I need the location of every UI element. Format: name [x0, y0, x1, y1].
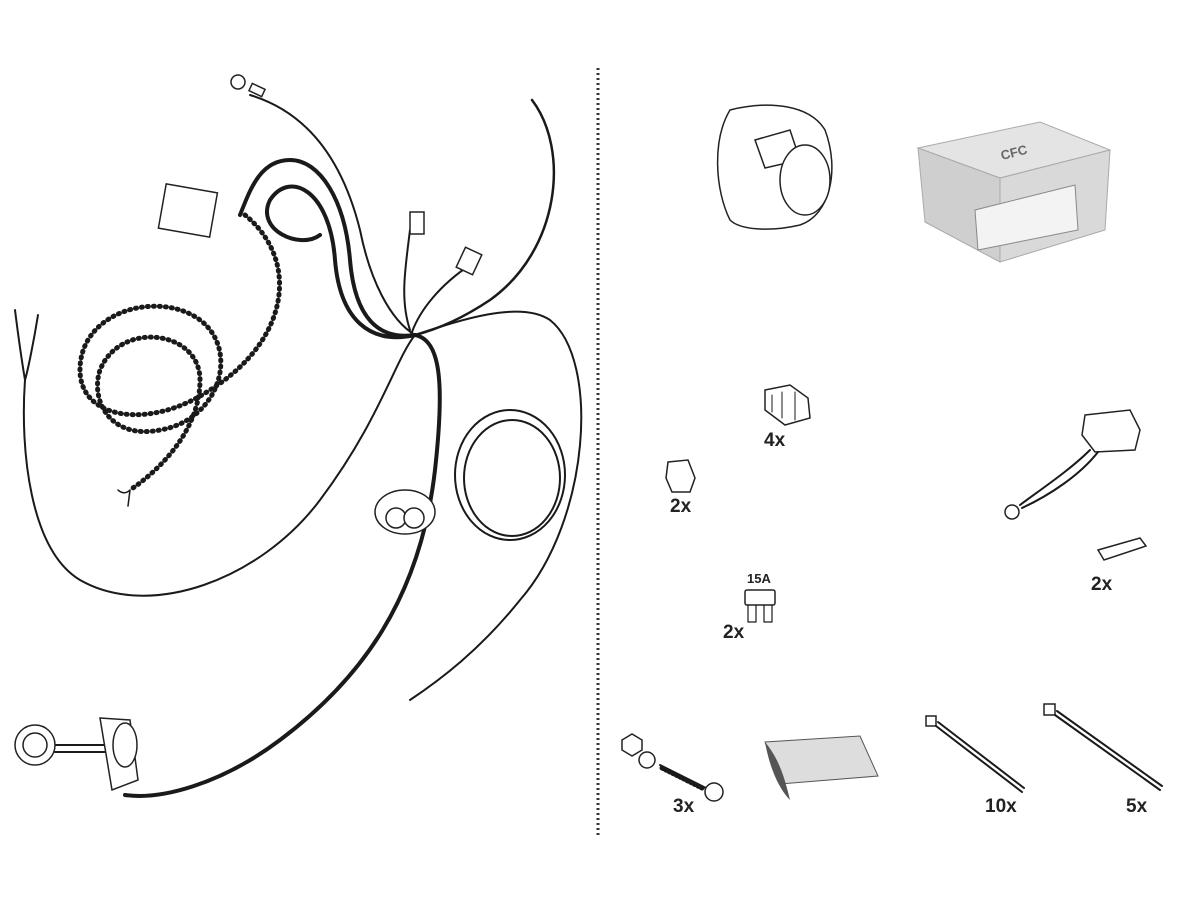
cable-tie-small-icon	[925, 715, 1025, 793]
connector-2-qty: 2x	[670, 496, 692, 517]
crimp-terminal-icon	[1096, 537, 1148, 561]
fuse-qty: 2x	[723, 622, 745, 643]
harness-socket-end	[14, 717, 139, 792]
adhesive-pad-icon	[764, 735, 879, 800]
screws-qty: 3x	[673, 796, 695, 817]
cable-tie-large-icon	[1043, 703, 1163, 791]
terminal-qty: 2x	[1091, 574, 1113, 595]
ring-terminal-icon	[230, 74, 246, 90]
cable-tie-large-qty: 5x	[1126, 796, 1148, 817]
wiring-harness	[14, 94, 583, 798]
fuse-rating: 15A	[747, 571, 771, 586]
trailer-socket-icon	[716, 104, 833, 230]
control-module-icon: CFC	[916, 121, 1112, 263]
screw-set-icon	[621, 733, 724, 802]
cable-tie-small-qty: 10x	[985, 796, 1017, 817]
multi-pin-connector-icon	[157, 182, 219, 239]
module-logo: CFC	[999, 142, 1029, 163]
ground-lead-icon	[1004, 409, 1141, 520]
connector-2-icon	[665, 459, 696, 493]
grommet-icon	[374, 489, 436, 535]
connector-4-qty: 4x	[764, 430, 786, 451]
fuse-icon	[744, 589, 776, 623]
bullet-connector-icon	[409, 211, 425, 235]
connector-4-icon	[764, 384, 811, 426]
